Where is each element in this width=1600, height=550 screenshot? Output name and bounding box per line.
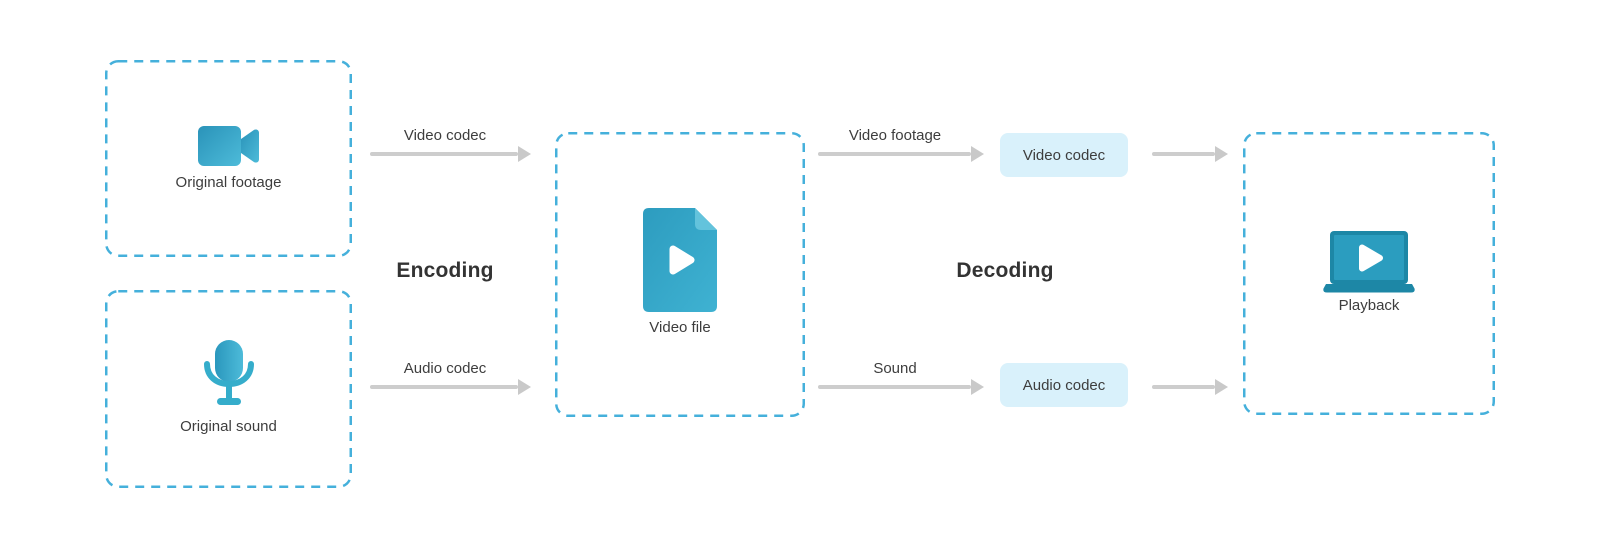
node-original-footage: Original footage bbox=[105, 60, 352, 257]
video-file-play-icon bbox=[555, 208, 805, 312]
dashed-box-outline bbox=[105, 290, 352, 488]
node-label-video-file: Video file bbox=[649, 319, 711, 336]
badge-video-codec-label: Video codec bbox=[1022, 146, 1106, 164]
node-playback: Playback bbox=[1243, 132, 1495, 415]
dashed-box-outline bbox=[105, 60, 352, 257]
arrow-right-icon bbox=[370, 385, 518, 389]
arrow-right-icon bbox=[1152, 152, 1215, 156]
node-original-sound: Original sound bbox=[105, 290, 352, 488]
node-video-file: Video file bbox=[555, 132, 805, 417]
flow-label-sound: Sound bbox=[873, 360, 917, 377]
arrow-right-icon bbox=[818, 385, 971, 389]
node-label-original-sound: Original sound bbox=[180, 418, 277, 435]
dashed-box-outline bbox=[1243, 132, 1495, 415]
stage-label-encoding: Encoding bbox=[396, 259, 494, 282]
flow-label-video-codec: Video codec bbox=[403, 127, 487, 144]
dashed-box-outline bbox=[555, 132, 805, 417]
badge-video-codec: Video codec bbox=[1000, 133, 1128, 177]
node-label-playback: Playback bbox=[1338, 297, 1400, 314]
flow-label-video-footage: Video footage bbox=[848, 127, 942, 144]
badge-audio-codec: Audio codec bbox=[1000, 363, 1128, 407]
video-camera-icon bbox=[105, 123, 352, 169]
badge-audio-codec-label: Audio codec bbox=[1022, 376, 1106, 394]
laptop-play-icon bbox=[1243, 231, 1495, 295]
microphone-icon bbox=[105, 340, 352, 408]
arrow-right-icon bbox=[818, 152, 971, 156]
arrow-right-icon bbox=[1152, 385, 1215, 389]
flow-label-audio-codec: Audio codec bbox=[403, 360, 487, 377]
stage-label-decoding: Decoding bbox=[956, 259, 1054, 282]
node-label-original-footage: Original footage bbox=[175, 174, 282, 191]
arrow-right-icon bbox=[370, 152, 518, 156]
